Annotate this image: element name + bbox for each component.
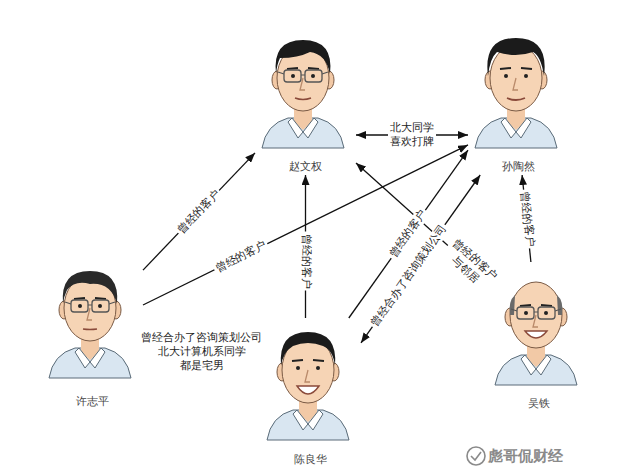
relation-label: 曾经的客户 与邻居 (438, 235, 501, 295)
relation-label: 曾经合办了咨询策划公司 北大计算机系同学 都是宅男 (139, 331, 264, 373)
person-node: 许志平 (42, 255, 143, 410)
relation-label: 北大同学 喜欢打牌 (388, 121, 436, 149)
person-name: 吴铁 (488, 397, 589, 410)
relation-label: 曾经的客户 (517, 188, 537, 248)
relation-label: 曾经的客户 (299, 231, 313, 290)
person-name: 许志平 (42, 395, 143, 408)
person-name: 孙陶然 (468, 160, 569, 173)
person-node: 陈良华 (260, 318, 361, 468)
person-node: 赵文权 (255, 25, 356, 175)
person-name: 赵文权 (255, 160, 356, 173)
watermark-icon (467, 447, 485, 465)
relation-label: 曾经的客户 (211, 238, 270, 277)
watermark: 彪哥侃财经 (488, 447, 563, 465)
relation-arrow (349, 150, 468, 318)
person-node: 孙陶然 (468, 25, 569, 175)
person-node: 吴铁 (488, 262, 589, 412)
person-name: 陈良华 (260, 453, 361, 466)
relation-label: 曾经的客户 (174, 185, 225, 237)
